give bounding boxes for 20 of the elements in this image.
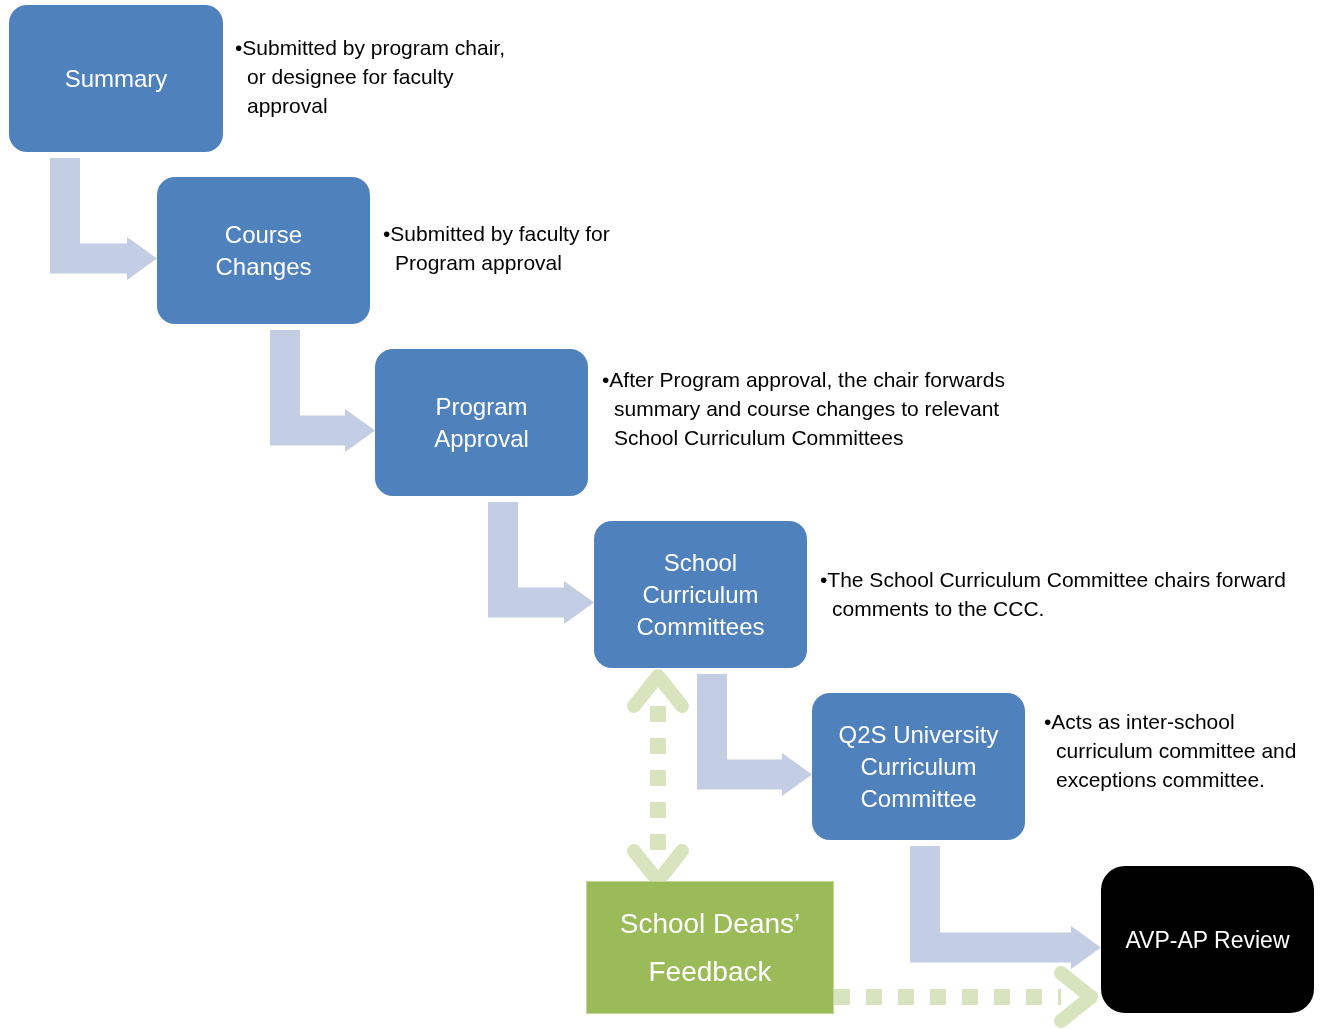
node-label: School Curriculum Committees — [635, 547, 766, 642]
process-box — [157, 177, 370, 324]
node-label: Course Changes — [214, 219, 313, 282]
node-label: Summary — [64, 63, 168, 94]
node-label: Program Approval — [433, 391, 530, 454]
bullet-note: •Submitted by program chair, or designee for faculty approval — [235, 35, 506, 119]
process-box — [812, 693, 1025, 840]
review-box — [1101, 866, 1314, 1013]
feedback-box — [586, 881, 834, 1014]
process-box — [594, 521, 807, 668]
bullet-note: •Submitted by faculty for Program approval — [383, 221, 611, 276]
bullet-note: •Acts as inter-school curriculum committee and exceptions committee. — [1044, 709, 1298, 793]
process-box — [9, 5, 223, 152]
node-label: Q2S University Curriculum Committee — [837, 719, 1000, 814]
node-label: AVP-AP Review — [1125, 925, 1290, 955]
node-label: School Deans’ Feedback — [618, 906, 802, 989]
process-box — [375, 349, 588, 496]
arrow — [834, 966, 1098, 1028]
bullet-note: •After Program approval, the chair forwards summary and course changes to relevant School Curriculum Committees — [602, 367, 1007, 451]
bullet-note: •The School Curriculum Committee chairs forward comments to the CCC. — [820, 567, 1287, 622]
